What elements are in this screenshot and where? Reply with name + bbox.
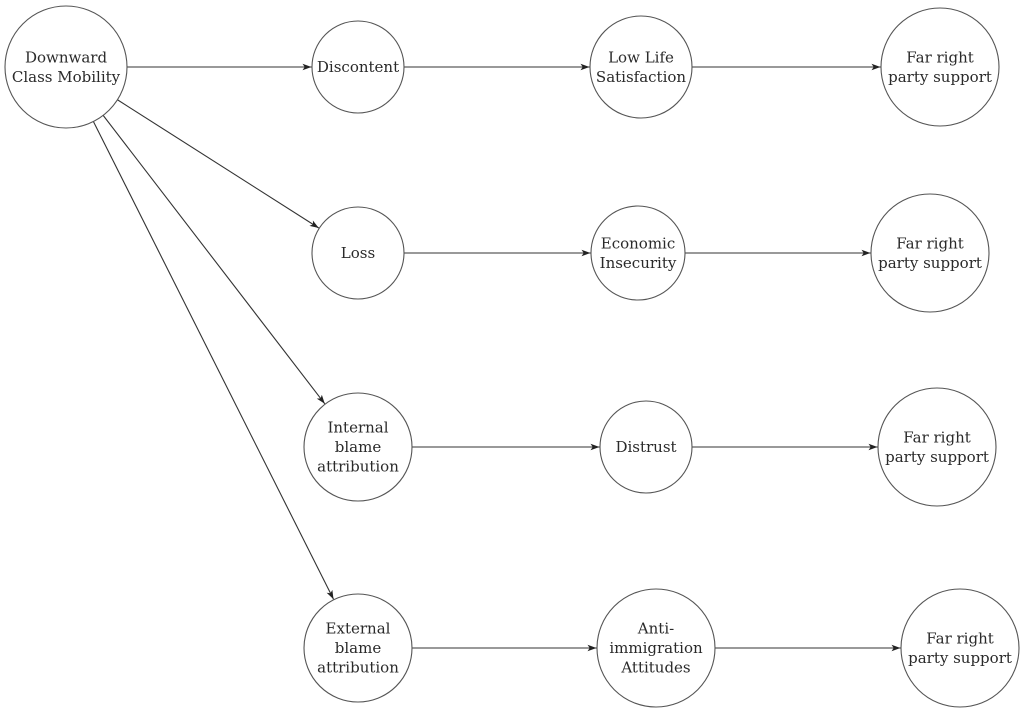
node-loss: Loss <box>311 206 405 300</box>
node-circle-antiimm <box>596 588 716 708</box>
node-label-far1-line-0: Far right <box>906 48 974 66</box>
node-label-lowlife-line-1: Satisfaction <box>596 68 686 86</box>
node-label-far1-line-1: party support <box>888 68 992 86</box>
node-label-external-line-0: External <box>326 620 391 638</box>
node-circle-external <box>303 593 413 703</box>
node-label-distrust-line-0: Distrust <box>615 438 676 456</box>
node-label-far4-line-0: Far right <box>926 629 994 647</box>
node-far1: Far right party support <box>880 7 1000 127</box>
node-label-far4-line-1: party support <box>908 649 1012 667</box>
node-discontent: Discontent <box>311 20 405 114</box>
node-label-external-line-1: blame <box>335 639 382 657</box>
node-label-far3-line-1: party support <box>885 448 989 466</box>
node-far3: Far right party support <box>877 387 997 507</box>
node-label-lowlife-line-0: Low Life <box>608 48 674 66</box>
node-circle-internal <box>303 392 413 502</box>
node-far4: Far right party support <box>900 588 1020 708</box>
node-circle-loss <box>311 206 405 300</box>
node-circle-lowlife <box>589 15 693 119</box>
node-label-internal-line-1: blame <box>335 438 382 456</box>
node-label-downward-line-0: Downward <box>25 48 108 66</box>
node-label-internal-line-0: Internal <box>327 419 388 437</box>
node-circle-distrust <box>599 400 693 494</box>
node-circle-far1 <box>880 7 1000 127</box>
node-label-discontent-line-0: Discontent <box>317 58 399 76</box>
node-label-downward-line-1: Class Mobility <box>12 68 121 86</box>
node-label-internal-line-2: attribution <box>317 458 399 476</box>
node-circle-far2 <box>870 193 990 313</box>
node-label-antiimm-line-1: immigration <box>609 639 703 657</box>
node-label-far2-line-1: party support <box>878 254 982 272</box>
node-circle-far4 <box>900 588 1020 708</box>
edge-downward-to-loss <box>117 99 320 229</box>
edge-downward-to-external <box>92 121 335 600</box>
node-far2: Far right party support <box>870 193 990 313</box>
node-circle-far3 <box>877 387 997 507</box>
node-circle-econ <box>590 205 686 301</box>
edges-layer <box>92 63 901 652</box>
node-circle-discontent <box>311 20 405 114</box>
node-label-external-line-2: attribution <box>317 659 399 677</box>
node-label-econ-line-0: Economic <box>601 234 676 252</box>
node-distrust: Distrust <box>599 400 693 494</box>
node-label-far3-line-0: Far right <box>903 428 971 446</box>
node-label-antiimm-line-0: Anti- <box>637 620 674 638</box>
node-label-loss-line-0: Loss <box>341 244 375 262</box>
node-label-far2-line-0: Far right <box>896 234 964 252</box>
edge-downward-to-internal <box>102 115 326 405</box>
node-label-econ-line-1: Insecurity <box>600 254 677 272</box>
node-circle-downward <box>4 5 128 129</box>
node-label-antiimm-line-2: Attitudes <box>620 659 690 677</box>
